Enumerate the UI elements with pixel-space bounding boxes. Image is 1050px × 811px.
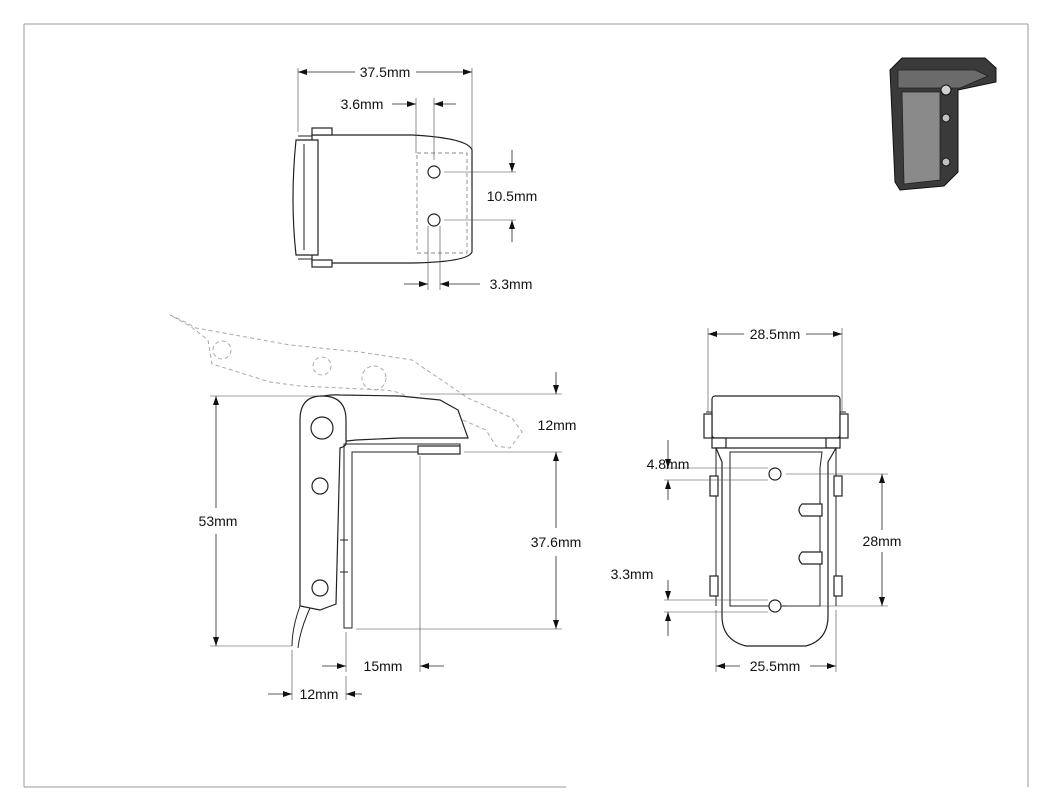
dim-front-bottom-width: 25.5mm: [750, 658, 801, 674]
side-view-arm: [299, 395, 347, 611]
dim-front-hole-diameter-bottom: 3.3mm: [611, 566, 654, 582]
side-view-open-ghost: [169, 314, 523, 449]
dim-side-total-height: 53mm: [199, 513, 238, 529]
dim-front-hole-diameter-top: 4.8mm: [647, 456, 690, 472]
dim-top-hole-offset: 3.6mm: [341, 96, 384, 112]
side-view-spring-tail: [291, 605, 311, 649]
side-view-base-bracket: [343, 443, 461, 629]
dim-side-base-height: 37.6mm: [531, 534, 582, 550]
dim-front-hole-spacing: 28mm: [863, 533, 902, 549]
side-view-rivet-lower: [311, 579, 329, 597]
dim-top-hole-diameter: 3.3mm: [490, 276, 533, 292]
top-view-hidden-base: [416, 152, 468, 254]
top-view-hole-upper: [427, 165, 441, 179]
dim-front-top-width: 28.5mm: [750, 326, 801, 342]
front-view-lever: [711, 395, 841, 439]
top-view: 37.5mm 3.6mm 10.5mm 3.3mm: [292, 64, 538, 292]
dim-side-offset-b: 12mm: [300, 686, 339, 702]
dim-side-height-open: 12mm: [538, 417, 577, 433]
side-view-pivot: [310, 416, 334, 440]
sheet-border: [23, 23, 1029, 788]
top-view-front-lip: [292, 139, 319, 256]
dim-top-hole-spacing: 10.5mm: [487, 188, 538, 204]
front-view-body: [715, 447, 838, 647]
side-view: 12mm 53mm 37.6mm 15mm 12mm: [169, 314, 582, 702]
latch-3d-render: [889, 57, 997, 191]
dim-side-offset-a: 15mm: [364, 658, 403, 674]
top-view-hinge-tab-bottom: [311, 259, 333, 268]
top-view-plate: [311, 134, 473, 264]
top-view-hole-lower: [427, 213, 441, 227]
side-view-rivet-upper: [311, 477, 329, 495]
top-view-hinge-tab-top: [311, 127, 333, 136]
front-view: 28.5mm 4.8mm 28mm 3.3mm 25.5mm: [611, 326, 902, 674]
front-view-hole-bottom: [768, 599, 782, 613]
dim-top-overall-width: 37.5mm: [360, 64, 411, 80]
front-view-hole-top: [768, 467, 782, 481]
